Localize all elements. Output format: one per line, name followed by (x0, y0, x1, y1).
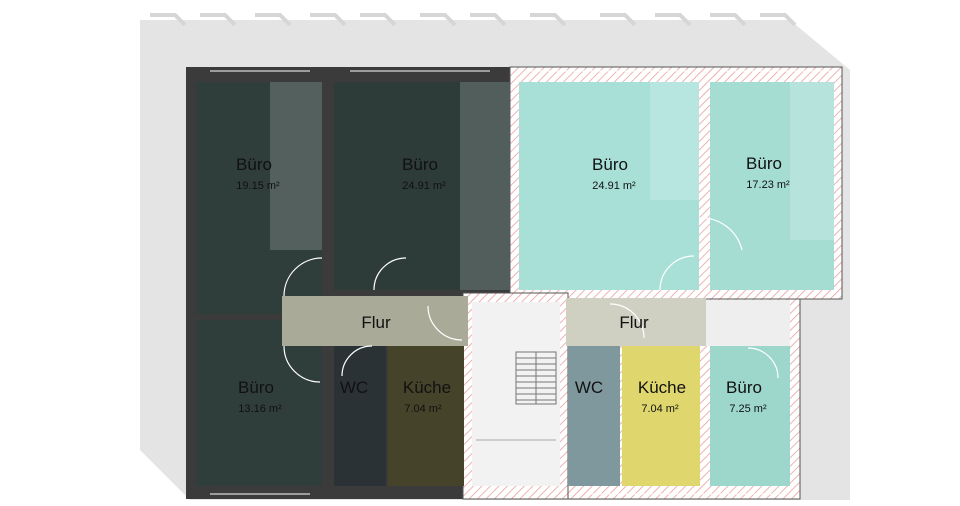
area-kueche-2: 7.04 m² (641, 403, 679, 415)
area-buero-3: 24.91 m² (592, 180, 636, 192)
area-kueche-1: 7.04 m² (404, 403, 442, 415)
room-wc-2[interactable] (568, 346, 620, 486)
area-buero-4: 17.23 m² (746, 179, 790, 191)
stair-steps (476, 351, 557, 441)
label-wc-2: WC (575, 378, 603, 397)
area-buero-6: 7.25 m² (729, 403, 767, 415)
room-buero-4[interactable] (710, 82, 834, 290)
label-kueche-2: Küche (638, 378, 686, 397)
room-buero-3[interactable] (519, 82, 699, 290)
doors (283, 217, 779, 383)
windows (210, 70, 830, 495)
room-buero-6[interactable] (710, 346, 790, 486)
label-buero-6: Büro (726, 378, 762, 397)
label-kueche-1: Küche (403, 378, 451, 397)
label-buero-4: Büro (746, 154, 782, 173)
label-flur-1: Flur (361, 313, 391, 332)
label-buero-5: Büro (238, 378, 274, 397)
room-buero-1[interactable] (196, 82, 322, 314)
room-flur-1[interactable] (282, 296, 468, 346)
label-buero-3: Büro (592, 155, 628, 174)
room-labels: Büro 19.15 m² Büro 24.91 m² Büro 24.91 m… (236, 154, 790, 415)
shading (270, 82, 834, 290)
room-corridor-right (706, 300, 790, 346)
room-kueche-2[interactable] (622, 346, 700, 486)
area-buero-5: 13.16 m² (238, 403, 282, 415)
room-flur-2[interactable] (566, 298, 706, 346)
room-kueche-1[interactable] (388, 346, 464, 486)
area-buero-2: 24.91 m² (402, 180, 446, 192)
room-wc-1[interactable] (334, 346, 386, 486)
label-wc-1: WC (340, 378, 368, 397)
area-buero-1: 19.15 m² (236, 180, 280, 192)
room-buero-5[interactable] (196, 320, 322, 486)
label-flur-2: Flur (619, 313, 649, 332)
room-buero-2[interactable] (334, 82, 510, 290)
label-buero-2: Büro (402, 155, 438, 174)
label-buero-1: Büro (236, 155, 272, 174)
